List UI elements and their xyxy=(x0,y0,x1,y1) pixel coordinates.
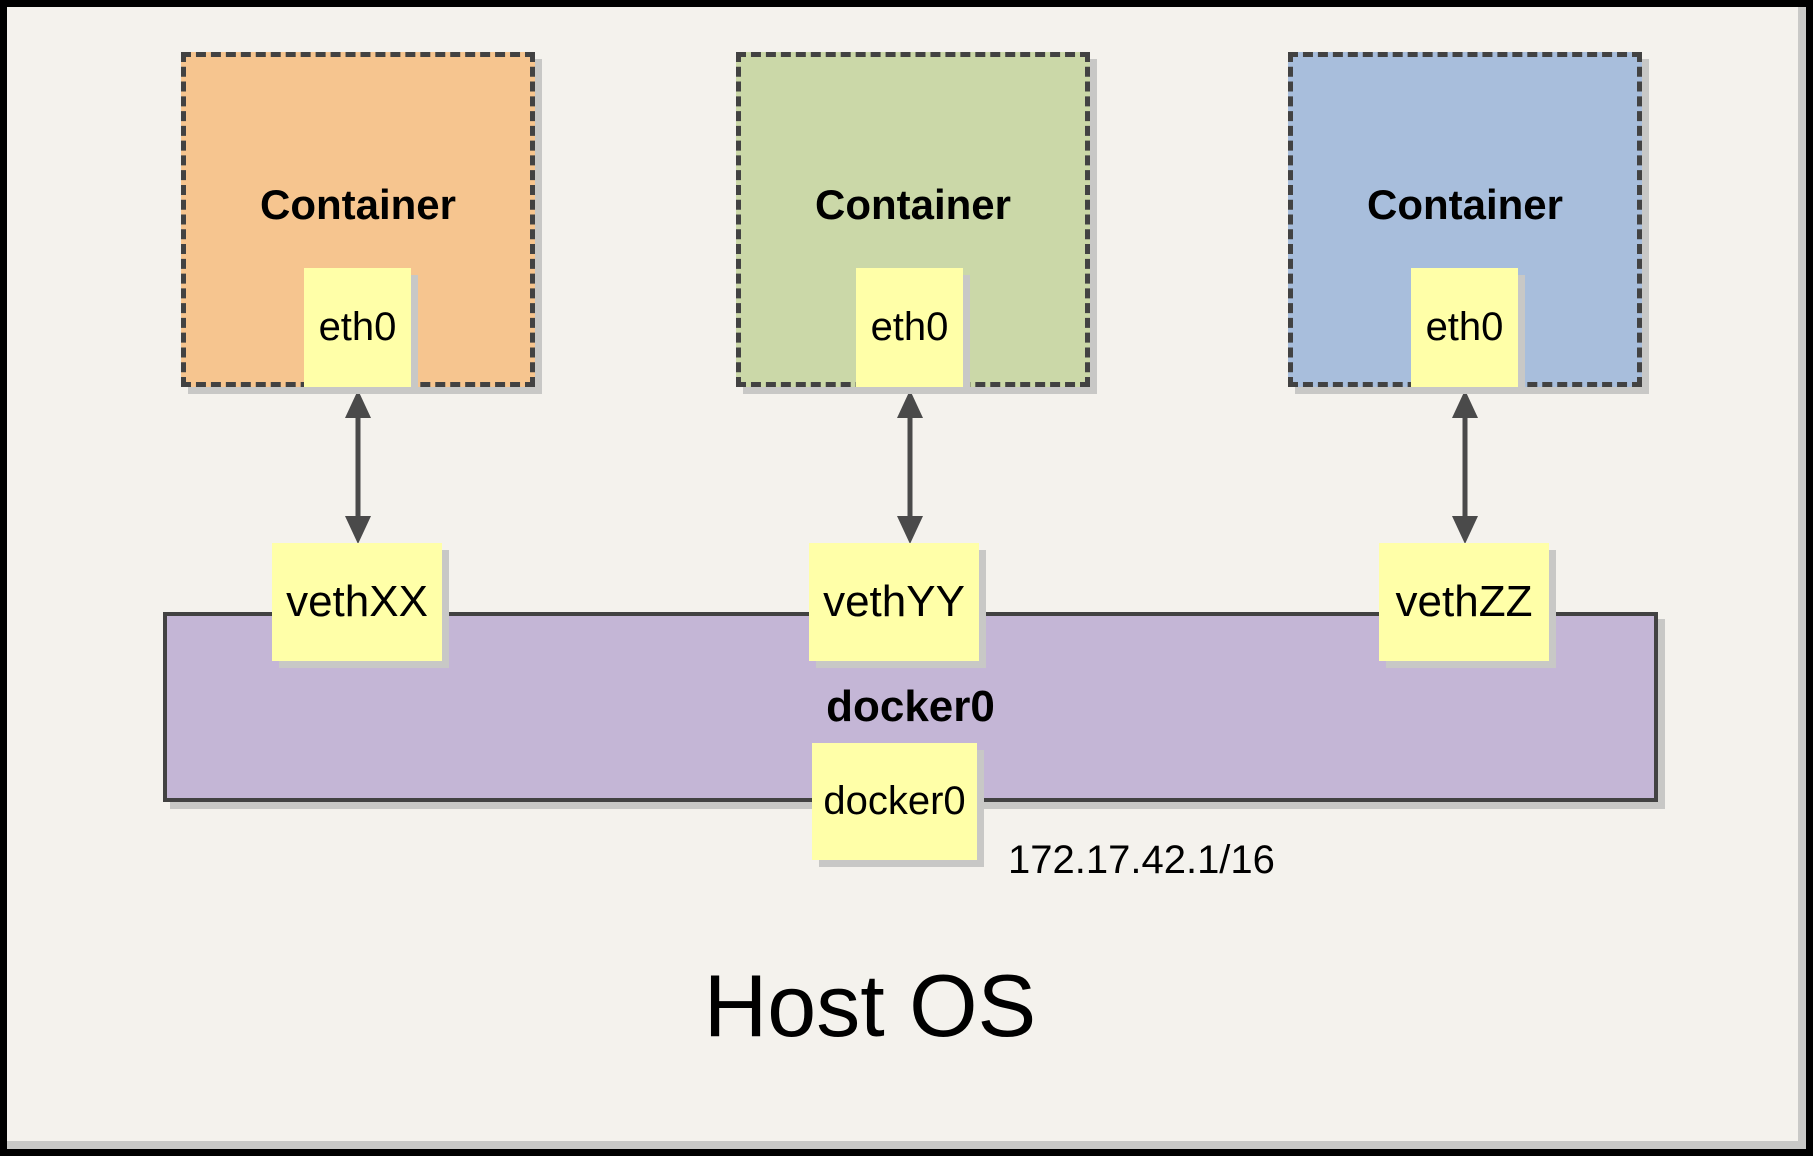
double-arrow-icon xyxy=(345,390,371,544)
container-label: Container xyxy=(1366,180,1563,228)
veth-note-3: vethZZ xyxy=(1379,543,1549,661)
double-arrow-icon xyxy=(1452,390,1478,544)
double-arrow-icon xyxy=(897,390,923,544)
veth-label: vethYY xyxy=(823,577,965,626)
container-label: Container xyxy=(259,180,456,228)
veth-note-1: vethXX xyxy=(272,543,442,661)
bridge-ip-label: 172.17.42.1/16 xyxy=(1008,838,1275,882)
eth0-label: eth0 xyxy=(1425,305,1504,349)
veth-note-2: vethYY xyxy=(809,543,979,661)
eth0-note-3: eth0 xyxy=(1411,268,1518,387)
eth0-label: eth0 xyxy=(870,305,949,349)
docker0-note: docker0 xyxy=(812,743,977,860)
veth-label: vethXX xyxy=(286,577,428,626)
container-label: Container xyxy=(814,180,1011,228)
veth-label: vethZZ xyxy=(1395,577,1533,626)
docker0-interface-label: docker0 xyxy=(823,779,966,823)
host-os-title: Host OS xyxy=(703,955,1037,1055)
eth0-label: eth0 xyxy=(318,305,397,349)
eth0-note-1: eth0 xyxy=(304,268,411,387)
eth0-note-2: eth0 xyxy=(856,268,963,387)
docker0-bridge-label: docker0 xyxy=(826,682,995,731)
